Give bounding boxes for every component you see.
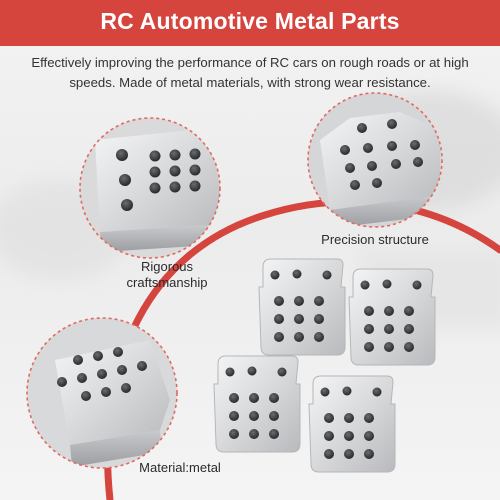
product-description: Effectively improving the performance of… [31,55,469,90]
metal-plate-part [308,375,396,473]
metal-plate-part [348,268,436,366]
magnified-detail-circle [307,92,443,228]
header-bar [0,0,500,46]
callout-precision-structure: Precision structure [321,232,429,247]
page-title: RC Automotive Metal Parts [100,8,400,34]
metal-plate-part [213,355,301,453]
metal-plate-part [258,258,346,356]
callout-rigorous-craftsmanship: Rigorous craftsmanship [126,259,208,290]
magnified-detail-circle [79,117,221,259]
callout-material-metal: Material:metal [139,460,221,475]
magnified-detail-circle [26,317,178,469]
